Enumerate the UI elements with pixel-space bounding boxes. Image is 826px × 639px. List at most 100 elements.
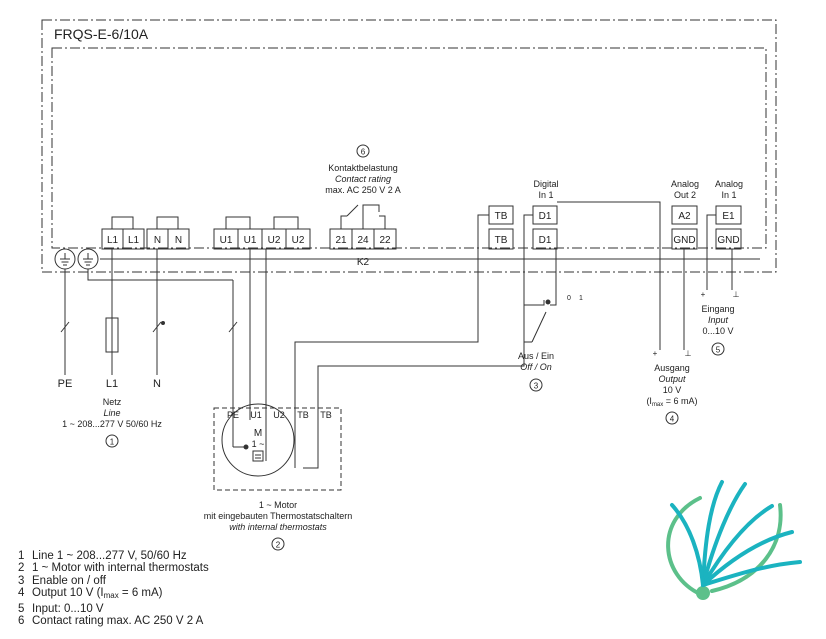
terminal-box-tb-bottom <box>488 228 514 250</box>
legend-num: 2 <box>18 562 25 575</box>
switch-de: Aus / Ein <box>518 351 554 361</box>
switch-pos-off: 0 <box>567 295 571 302</box>
callout-2 <box>271 537 285 551</box>
legend-num: 6 <box>18 615 25 628</box>
output-plus: + <box>653 349 658 358</box>
callout-5 <box>711 342 725 356</box>
company-logo <box>666 480 802 600</box>
analog-out-sub: Out 2 <box>674 190 696 200</box>
device-title: FRQS-E-6/10A <box>54 26 149 42</box>
callout-3 <box>529 378 543 392</box>
motor-terminal-tb: TB <box>320 410 332 420</box>
legend-item: 1 Line 1 ~ 208...277 V, 50/60 Hz <box>18 550 209 562</box>
legend-item: 3 Enable on / off <box>18 575 209 587</box>
terminal-label-gnd: GND <box>717 235 739 246</box>
motor-de1: 1 ~ Motor <box>259 500 297 510</box>
digital-in-label: Digital <box>533 179 558 189</box>
callout-3-number: 3 <box>534 382 539 391</box>
terminal-label-d1-top: D1 <box>539 211 552 222</box>
contact-rating-value: max. AC 250 V 2 A <box>325 185 401 195</box>
terminal-label-a2: A2 <box>678 211 691 222</box>
input-de: Eingang <box>701 304 734 314</box>
terminal-label-d1-bottom: D1 <box>539 235 552 246</box>
output-minus: ⊥ <box>685 349 692 358</box>
legend-num: 1 <box>18 550 25 562</box>
legend-text: 1 ~ Motor with internal thermostats <box>32 562 209 575</box>
terminal-box-gnd-b <box>715 228 742 250</box>
callout-6-number: 6 <box>361 148 366 157</box>
callout-1-number: 1 <box>110 438 115 447</box>
terminal-label-gnd: GND <box>673 235 695 246</box>
analog-in-label: Analog <box>715 179 743 189</box>
motor-de2: mit eingebauten Thermostatschaltern <box>204 511 352 521</box>
input-en: Input <box>708 315 729 325</box>
legend-num: 5 <box>18 602 25 615</box>
output-en: Output <box>658 374 686 384</box>
callout-2-number: 2 <box>276 541 281 550</box>
supply-de: Netz <box>103 397 122 407</box>
legend-item: 6 Contact rating max. AC 250 V 2 A <box>18 615 209 627</box>
legend-text: Output 10 V (Imax = 6 mA) <box>32 587 163 601</box>
legend-item: 2 1 ~ Motor with internal thermostats <box>18 562 209 574</box>
terminal-label-24: 24 <box>357 235 369 246</box>
terminal-label-n: N <box>154 235 161 246</box>
motor-housing <box>213 407 342 491</box>
terminal-label-l1: L1 <box>128 235 140 246</box>
callout-1 <box>105 434 119 448</box>
terminal-label-22: 22 <box>379 235 391 246</box>
analog-out-label: Analog <box>671 179 699 189</box>
callout-6 <box>356 144 370 158</box>
motor-en: with internal thermostats <box>229 522 327 532</box>
fuse-icon <box>105 317 119 353</box>
relay-label: K2 <box>357 257 370 268</box>
terminal-label-21: 21 <box>335 235 347 246</box>
switch-en: Off / On <box>520 362 552 372</box>
input-plus: + <box>701 290 706 299</box>
output-imax: (Imax = 6 mA) <box>646 396 697 408</box>
supply-en: Line <box>103 408 120 418</box>
legend-text: Input: 0...10 V <box>32 602 104 615</box>
supply-n-label: N <box>153 378 161 390</box>
motor-icon <box>221 403 295 477</box>
analog-in-sub: In 1 <box>721 190 736 200</box>
terminal-box-d1-bottom <box>532 228 558 250</box>
callout-5-number: 5 <box>716 346 721 355</box>
legend-num: 4 <box>18 587 25 600</box>
motor-symbol: M <box>254 428 262 439</box>
terminal-box-a2 <box>671 205 698 225</box>
legend-text: Line 1 ~ 208...277 V, 50/60 Hz <box>32 550 187 562</box>
motor-terminal-tb: TB <box>297 410 309 420</box>
motor-terminal-u2: U2 <box>273 410 285 420</box>
terminal-label-u1: U1 <box>220 235 233 246</box>
digital-in-sub: In 1 <box>538 190 553 200</box>
legend-num: 3 <box>18 574 25 587</box>
supply-spec: 1 ~ 208...277 V 50/60 Hz <box>62 419 162 429</box>
legend: 1 Line 1 ~ 208...277 V, 50/60 Hz 2 1 ~ M… <box>18 550 209 627</box>
terminal-label-l1: L1 <box>107 235 119 246</box>
contact-rating-en: Contact rating <box>335 174 391 184</box>
terminal-label-u2: U2 <box>268 235 281 246</box>
motor-terminal-u1: U1 <box>250 410 262 420</box>
input-minus: ⊥ <box>733 290 740 299</box>
motor-phase: 1 ~ <box>252 439 265 449</box>
callout-4-number: 4 <box>670 415 675 424</box>
supply-l1-label: L1 <box>106 378 118 390</box>
terminal-label-u1: U1 <box>244 235 257 246</box>
legend-item: 5 Input: 0...10 V <box>18 603 209 615</box>
terminal-label-n: N <box>175 235 182 246</box>
legend-text: Enable on / off <box>32 574 106 587</box>
input-value: 0...10 V <box>702 326 733 336</box>
legend-text: Contact rating max. AC 250 V 2 A <box>32 615 204 628</box>
legend-item: 4 Output 10 V (Imax = 6 mA) <box>18 587 209 602</box>
thermostat-icon <box>252 450 264 462</box>
device-inner-frame <box>51 47 767 249</box>
switch-pos-on: 1 <box>579 295 583 302</box>
callout-4 <box>665 411 679 425</box>
contact-rating-de: Kontaktbelastung <box>328 163 398 173</box>
terminal-label-tb-top: TB <box>495 211 508 222</box>
output-de: Ausgang <box>654 363 690 373</box>
terminal-label-tb-bottom: TB <box>495 235 508 246</box>
output-value: 10 V <box>663 385 682 395</box>
terminal-label-e1: E1 <box>722 211 735 222</box>
